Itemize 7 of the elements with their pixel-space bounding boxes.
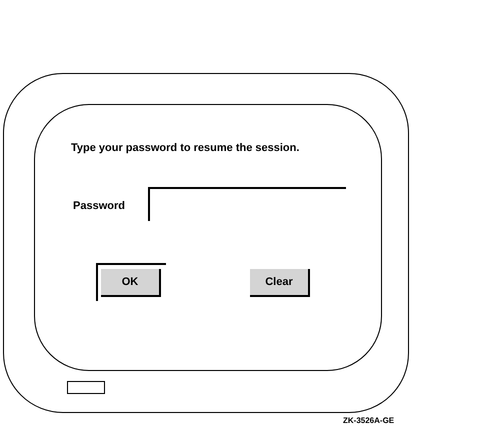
field-label: Password [73, 199, 125, 214]
figure-code: ZK-3526A-GE [343, 415, 394, 427]
monitor-outline [3, 73, 409, 413]
indicator-light [67, 381, 105, 394]
prompt-text: Type your password to resume the session. [71, 141, 300, 156]
screen-area [34, 104, 382, 371]
button: Clear [250, 269, 310, 297]
